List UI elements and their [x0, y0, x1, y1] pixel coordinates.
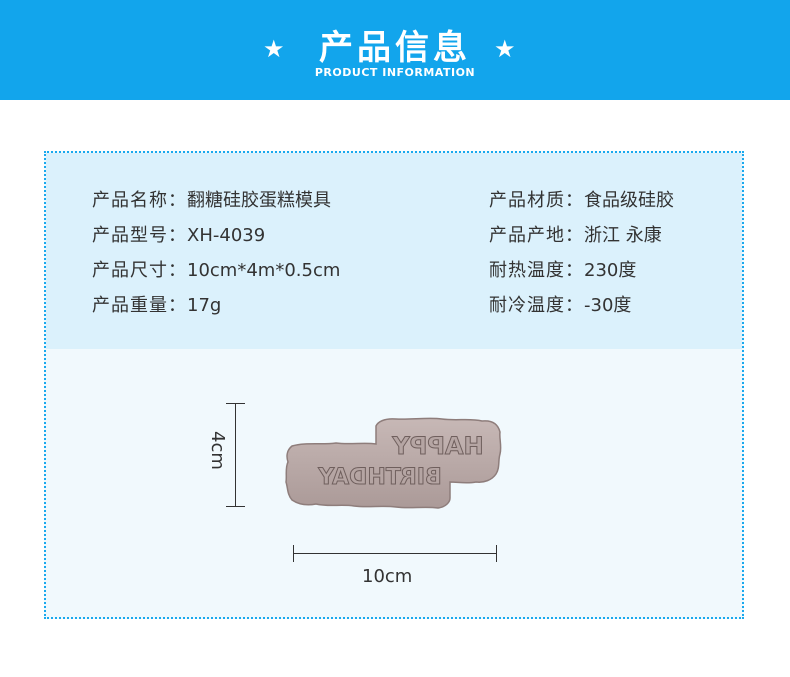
width-dimension-cap-right [496, 545, 497, 562]
product-mold-image: HAPPY BIRTHDAY [285, 417, 502, 509]
height-dimension-cap-top [226, 403, 245, 404]
spec-value: 17g [187, 295, 222, 316]
spec-label: 产品产地： [489, 225, 584, 246]
spec-model: 产品型号：XH-4039 [92, 221, 265, 247]
spec-value: 食品级硅胶 [584, 190, 674, 211]
mold-text-top: HAPPY [392, 432, 484, 460]
spec-label: 产品名称： [92, 190, 187, 211]
spec-label: 产品重量： [92, 295, 187, 316]
width-dimension-line [293, 553, 497, 554]
mold-shape [285, 417, 502, 509]
height-dimension-line [235, 403, 236, 507]
spec-area [46, 153, 742, 349]
spec-weight: 产品重量：17g [92, 291, 221, 317]
width-dimension-cap-left [293, 545, 294, 562]
width-dimension-label: 10cm [362, 566, 413, 587]
header-banner: ★ 产品信息 ★ PRODUCT INFORMATION [0, 0, 790, 100]
height-dimension-cap-bottom [226, 506, 245, 507]
spec-label: 产品型号： [92, 225, 187, 246]
spec-size: 产品尺寸：10cm*4m*0.5cm [92, 256, 340, 282]
spec-name: 产品名称：翻糖硅胶蛋糕模具 [92, 186, 331, 212]
spec-value: XH-4039 [187, 225, 266, 246]
spec-label: 耐热温度： [489, 260, 584, 281]
mold-text-bottom: BIRTHDAY [317, 465, 442, 490]
star-icon-left: ★ [263, 35, 285, 63]
page-subtitle: PRODUCT INFORMATION [314, 66, 476, 79]
spec-value: 10cm*4m*0.5cm [187, 260, 341, 281]
spec-value: 浙江 永康 [584, 225, 662, 246]
spec-value: 230度 [584, 260, 637, 281]
spec-label: 产品尺寸： [92, 260, 187, 281]
spec-heat-resist: 耐热温度：230度 [489, 256, 636, 282]
star-icon-right: ★ [494, 35, 516, 63]
spec-label: 耐冷温度： [489, 295, 584, 316]
spec-value: 翻糖硅胶蛋糕模具 [187, 190, 331, 211]
height-dimension-label: 4cm [206, 431, 228, 470]
spec-material: 产品材质：食品级硅胶 [489, 186, 674, 212]
spec-value: -30度 [584, 295, 632, 316]
page-title: 产品信息 [319, 28, 471, 68]
spec-origin: 产品产地：浙江 永康 [489, 221, 662, 247]
spec-label: 产品材质： [489, 190, 584, 211]
product-info-panel [44, 151, 744, 619]
spec-cold-resist: 耐冷温度：-30度 [489, 291, 631, 317]
